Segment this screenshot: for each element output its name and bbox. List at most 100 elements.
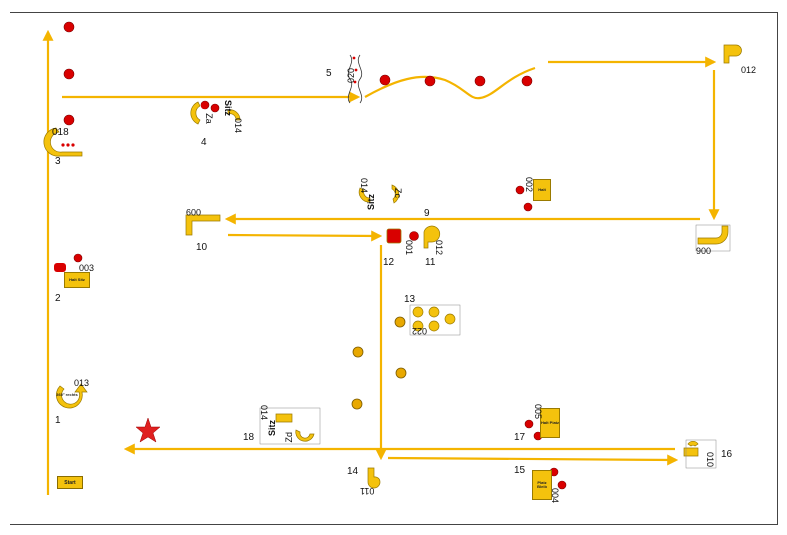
- sign-card-360: 360° rechts: [56, 391, 78, 397]
- sign-code-014-a: 014: [233, 118, 243, 134]
- cone-icon: [352, 56, 356, 60]
- turn-arrow-icon: [185, 214, 221, 236]
- turn-arrow-icon: [687, 440, 699, 447]
- pylon-icon: [395, 367, 407, 379]
- turn-arrow-icon: [391, 184, 400, 204]
- turn-arrow-icon: [412, 320, 424, 332]
- sign-text-sitz-4: Sitz: [223, 100, 233, 117]
- turn-arrow-icon: [683, 447, 699, 457]
- sign-text-sitz-9: Sitz: [366, 194, 376, 211]
- weave-icon: [357, 54, 363, 104]
- sign-code-018: 018: [52, 127, 69, 138]
- turn-arrow-icon: [412, 306, 424, 318]
- sign-code-012-b: 012: [434, 240, 444, 256]
- frame-top: [10, 12, 778, 13]
- sign-code-012-a: 012: [741, 65, 757, 75]
- cone-icon: [66, 143, 70, 147]
- cone-icon: [515, 185, 525, 195]
- turn-arrow-icon: [295, 429, 315, 442]
- sign-code-014-c: 014: [259, 405, 269, 421]
- sign-frame: [685, 439, 717, 469]
- sign-code-022: 022: [412, 326, 428, 336]
- cone-icon: [210, 103, 220, 113]
- stop-sign-icon: [54, 263, 66, 272]
- sign-text-za: Za: [203, 113, 214, 124]
- cone-icon: [354, 68, 358, 72]
- turn-arrow-icon: [428, 320, 440, 332]
- station-number-15: 15: [514, 465, 526, 476]
- turn-arrow-icon: [56, 383, 88, 409]
- cone-icon: [524, 419, 534, 429]
- stop-sign-icon: [386, 228, 402, 244]
- turn-arrow-icon: [423, 225, 441, 249]
- pylon-icon: [351, 398, 363, 410]
- cone-icon: [61, 143, 65, 147]
- sign-code-011: 011: [360, 486, 375, 496]
- turn-arrow-icon: [190, 101, 201, 125]
- cone-icon: [63, 68, 75, 80]
- turn-arrow-icon: [358, 187, 371, 203]
- turn-arrow-icon: [723, 44, 742, 64]
- station-number-16: 16: [721, 449, 733, 460]
- station-number-2: 2: [55, 293, 61, 304]
- cone-icon: [63, 21, 75, 33]
- turn-arrow-icon: [697, 225, 729, 245]
- turn-arrow-icon: [444, 313, 456, 325]
- sign-code-005: 005: [533, 404, 543, 420]
- sign-code-900: 900: [696, 246, 712, 256]
- sign-card-halt-sitz: Halt Sitz: [64, 272, 90, 288]
- cone-icon: [523, 202, 533, 212]
- sign-code-010: 010: [705, 452, 715, 468]
- cone-icon: [557, 480, 567, 490]
- cone-icon: [474, 75, 486, 87]
- station-number-13: 13: [404, 294, 416, 305]
- sign-frame: [259, 407, 321, 445]
- finish-star-icon: [135, 417, 161, 443]
- sign-code-001: 001: [404, 240, 414, 256]
- sign-frame: [409, 304, 461, 336]
- sign-text-zd: Zd: [284, 432, 294, 443]
- weave-icon: [347, 54, 353, 104]
- station-number-4: 4: [201, 137, 207, 148]
- station-number-18: 18: [243, 432, 255, 443]
- cone-icon: [73, 253, 83, 263]
- sign-card-halt-platz: Halt Platz: [540, 408, 560, 438]
- cone-icon: [353, 80, 357, 84]
- cone-icon: [71, 143, 75, 147]
- sign-code-020: 020: [346, 68, 356, 84]
- turn-arrow-icon: [428, 306, 440, 318]
- station-number-3: 3: [55, 156, 61, 167]
- sign-text-zc: Zc: [393, 188, 403, 198]
- cone-icon: [63, 114, 75, 126]
- station-number-9: 9: [424, 208, 430, 219]
- sign-code-004: 004: [550, 488, 560, 504]
- sign-code-009: 009: [186, 207, 202, 217]
- turn-arrow-icon: [275, 413, 293, 423]
- sign-code-002: 002: [524, 177, 534, 193]
- cone-icon: [521, 75, 533, 87]
- sign-card-halt: Halt: [533, 179, 551, 201]
- frame-right: [777, 12, 778, 524]
- station-number-11: 11: [425, 257, 436, 268]
- cone-icon: [409, 231, 419, 241]
- frame-bottom: [10, 524, 778, 525]
- track-segment-bottom-right: [387, 454, 679, 466]
- station-number-1: 1: [55, 415, 61, 426]
- sign-card-platz-bleib: Platz Bleib: [532, 470, 552, 500]
- stop-sign-icon: [201, 102, 208, 109]
- cone-icon: [424, 75, 436, 87]
- sign-code-014-b: 014: [359, 178, 369, 194]
- turn-arrow-icon: [227, 109, 241, 121]
- pylon-icon: [394, 316, 406, 328]
- start-sign-icon: Start: [57, 476, 83, 489]
- sign-code-013: 013: [74, 378, 90, 388]
- turn-arrow-icon: [367, 467, 381, 489]
- station-number-17: 17: [514, 432, 526, 443]
- sign-code-003: 003: [79, 263, 95, 273]
- track-segment-mid-right: [227, 230, 383, 242]
- pylon-icon: [352, 346, 364, 358]
- station-number-10: 10: [196, 242, 208, 253]
- station-number-5: 5: [326, 68, 332, 79]
- turn-arrow-icon: [43, 127, 83, 157]
